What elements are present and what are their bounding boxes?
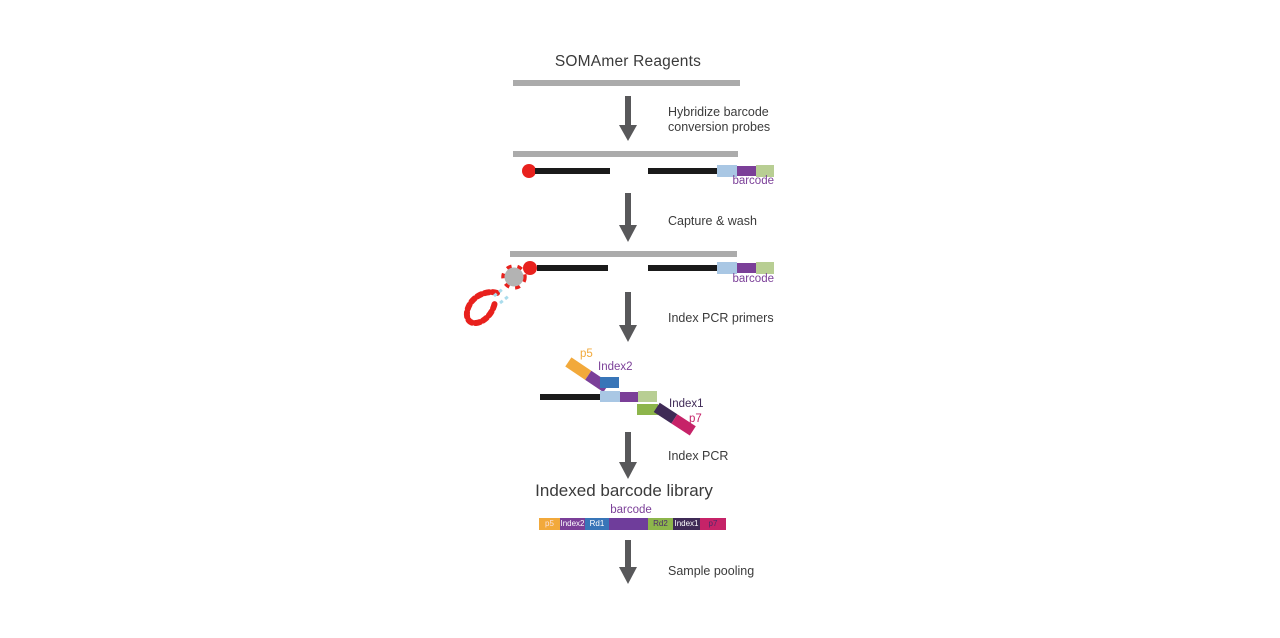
library-segment-p5: p5	[539, 518, 560, 530]
rd1-primer-block	[600, 377, 619, 388]
probe-strand-right	[648, 168, 718, 174]
read2-block	[756, 165, 774, 177]
red-label-dot	[522, 164, 536, 178]
library-segment-index1: Index1	[673, 518, 700, 530]
library-segment-rd1: Rd1	[585, 518, 609, 530]
read2-block	[638, 391, 657, 402]
step-label-index-pcr-primers: Index PCR primers	[668, 311, 774, 325]
barcode-block	[620, 392, 638, 402]
library-segment-rd2: Rd2	[648, 518, 673, 530]
library-segment-index2: Index2	[560, 518, 585, 530]
somamer-pool-bar	[513, 80, 740, 86]
page-title: SOMAmer Reagents	[554, 53, 702, 70]
bead-ring	[501, 264, 527, 290]
index2-label: Index2	[598, 361, 633, 373]
library-segment-p7: p7	[700, 518, 726, 530]
down-arrow-icon	[619, 432, 637, 479]
barcode-label: barcode	[732, 175, 774, 187]
p5-label: p5	[580, 348, 593, 360]
step-label-sample-pooling: Sample pooling	[668, 564, 755, 578]
down-arrow-icon	[619, 540, 637, 584]
p7-block	[671, 414, 696, 436]
rd2-primer-block	[637, 404, 658, 415]
read1-block	[717, 262, 737, 274]
red-label-dot	[523, 261, 537, 275]
down-arrow-icon	[619, 96, 637, 141]
probe-strand-left	[535, 168, 610, 174]
capture-bead-icon	[504, 267, 524, 287]
indexed-library-bar: p5 Index2 Rd1 Rd2 Index1 p7	[539, 518, 726, 530]
read2-block	[756, 262, 774, 274]
p5-block	[565, 357, 592, 380]
index1-block	[653, 402, 678, 424]
template-strand	[540, 394, 601, 400]
read1-block	[600, 391, 620, 402]
probe-strand-left	[537, 265, 608, 271]
library-segment-barcode	[609, 518, 648, 530]
index1-p7-primer	[653, 402, 696, 436]
barcode-block	[737, 166, 756, 176]
barcode-label: barcode	[732, 273, 774, 285]
library-barcode-label: barcode	[610, 504, 652, 516]
step-label-capture: Capture & wash	[668, 214, 757, 228]
probe-strand-right	[648, 265, 718, 271]
library-heading: Indexed barcode library	[535, 481, 713, 500]
down-arrow-icon	[619, 193, 637, 242]
p7-label: p7	[689, 413, 702, 425]
hairpin-loop	[463, 289, 500, 327]
step-label-index-pcr: Index PCR	[668, 449, 729, 463]
linker-dash	[499, 293, 511, 305]
index1-label: Index1	[669, 398, 704, 410]
template-strand-gray	[510, 251, 737, 257]
linker-dash	[493, 286, 505, 298]
template-strand-gray	[513, 151, 738, 157]
hybridized-construct	[513, 151, 774, 178]
primer-complex	[540, 357, 696, 436]
down-arrow-icon	[619, 292, 637, 342]
step-label-hybridize-line2: conversion probes	[668, 120, 771, 134]
read1-block	[717, 165, 737, 177]
step-label-hybridize-line1: Hybridize barcode	[668, 105, 769, 119]
barcode-block	[737, 263, 756, 273]
bead-captured-construct	[463, 251, 774, 327]
